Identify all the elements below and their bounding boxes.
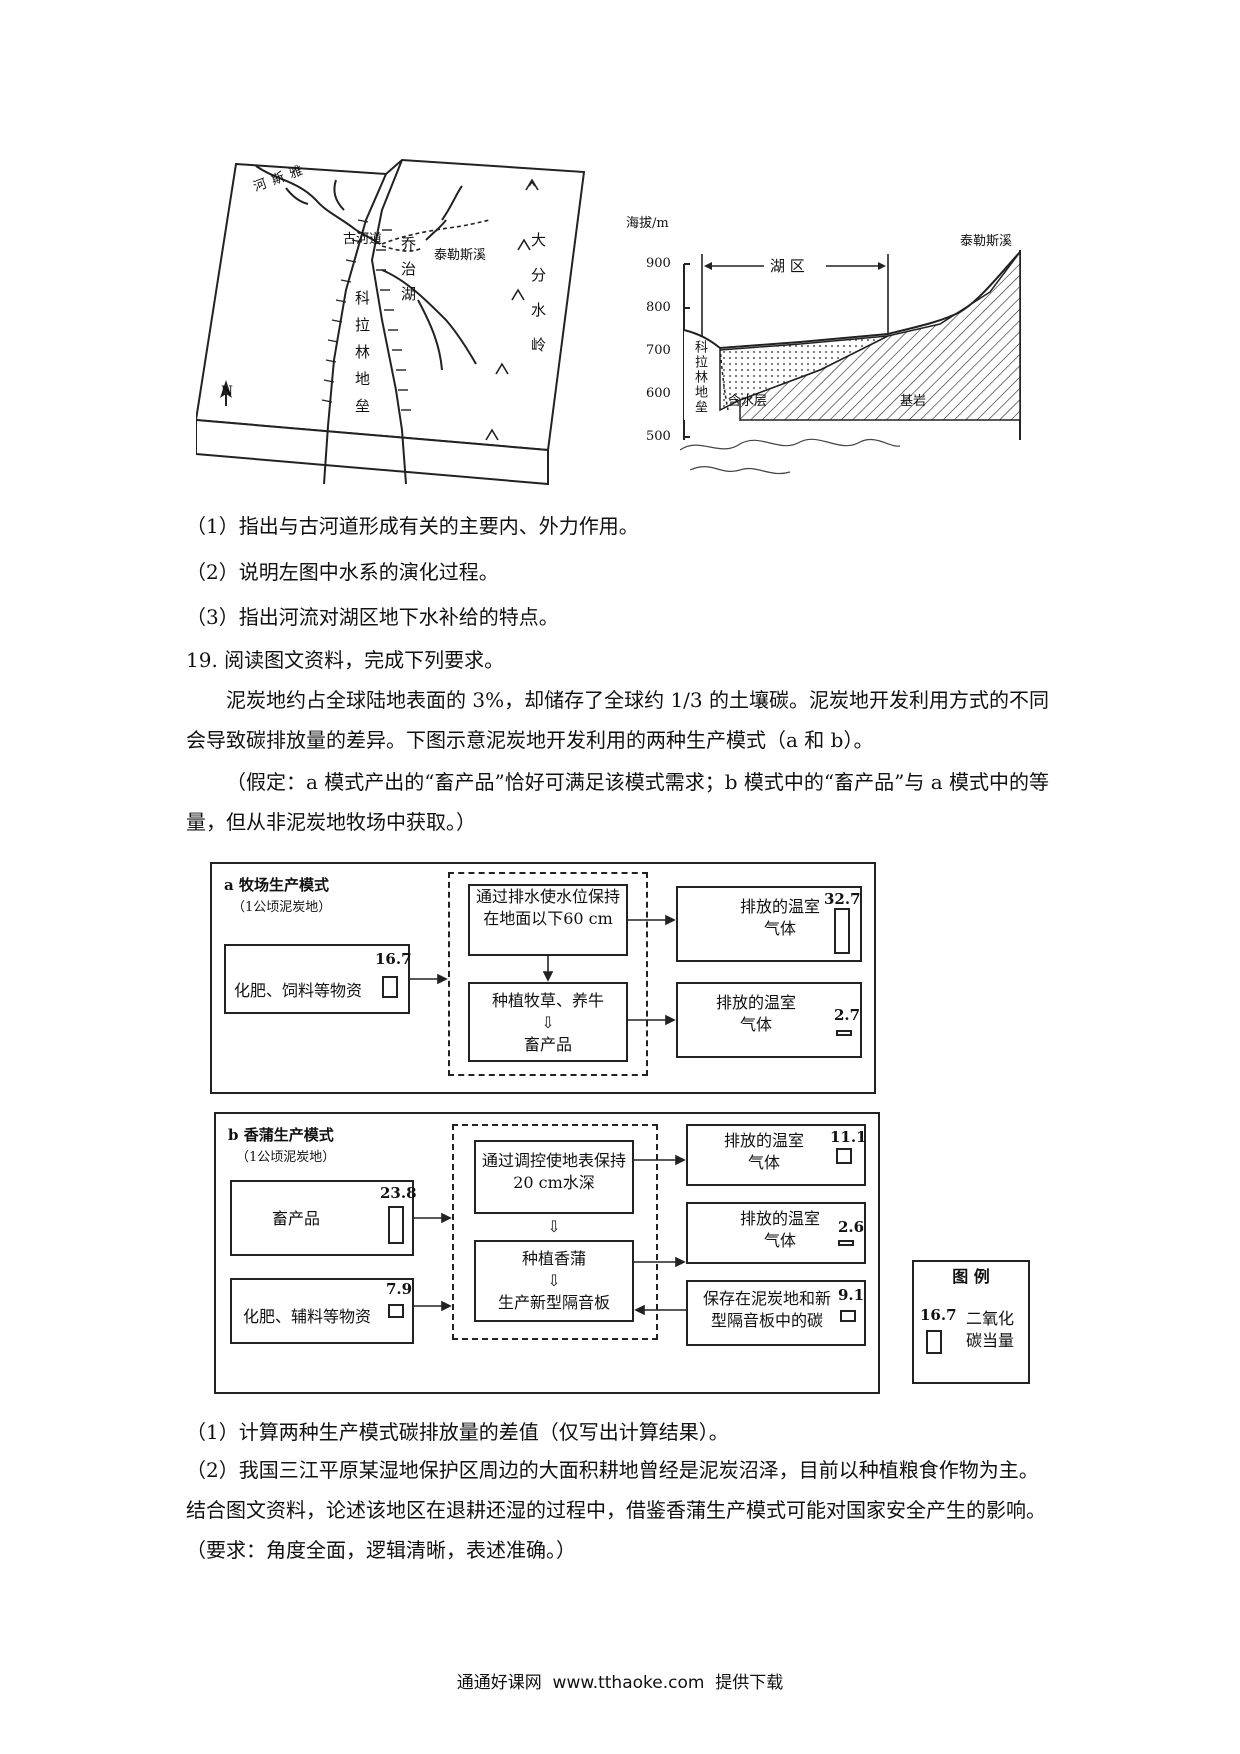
mode-a-out1-bar <box>834 908 850 954</box>
y-tick-500: 500 <box>646 429 671 444</box>
label-dafen: 大分水岭 <box>529 232 547 372</box>
q19-item-1: （1）计算两种生产模式碳排放量的差值（仅写出计算结果）。 <box>186 1420 729 1444</box>
mode-b-in2-value: 7.9 <box>386 1280 413 1298</box>
mode-b-out1-value: 11.1 <box>830 1128 867 1146</box>
mode-b-in1-value: 23.8 <box>380 1184 417 1202</box>
kela-right: 科拉林地垒 <box>692 340 707 415</box>
mode-a-step3-label: 畜产品 <box>523 1035 572 1054</box>
mode-b-down-arrow-1: ⇩ <box>547 1217 561 1236</box>
footer-text: 通通好课网 www.tthaoke.com 提供下载 <box>456 1673 784 1693</box>
mode-a-input-label: 化肥、饲料等物资 <box>233 981 362 1000</box>
mode-b-step1-label: 通过调控使地表保持20 cm水深 <box>482 1151 627 1192</box>
mode-a-out1-box <box>676 886 862 962</box>
legend-value: 16.7 <box>920 1306 957 1324</box>
mode-b-out1-bar <box>836 1148 852 1164</box>
mode-b-down-arrow-2: ⇩ <box>547 1271 561 1290</box>
north-label: N <box>221 384 233 399</box>
q19-heading: 19. 阅读图文资料，完成下列要求。 <box>186 648 505 672</box>
mode-b-step2-label: 种植香蒲 <box>521 1249 586 1268</box>
mode-b-out3-value: 9.1 <box>838 1286 865 1304</box>
mode-b-step1-box <box>474 1140 634 1214</box>
legend-label: 二氧化碳当量 <box>965 1309 1014 1350</box>
q19-item-2: （2）我国三江平原某湿地保护区周边的大面积耕地曾经是泥炭沼泽，目前以种植粮食作物… <box>186 1458 1046 1562</box>
mode-a-out2-value: 2.7 <box>834 1006 861 1024</box>
aquifer-label: 含水层 <box>728 394 768 409</box>
mode-b-in2-bar <box>388 1304 404 1318</box>
mode-a-subtitle: （1公顷泥炭地） <box>232 900 332 915</box>
mode-a-step2-label: 种植牧草、养牛 <box>491 991 604 1010</box>
mode-b-out2-box <box>686 1202 866 1264</box>
q19-paragraph-2: （假定：a 模式产出的“畜产品”恰好可满足该模式需求；b 模式中的“畜产品”与 … <box>186 770 1049 834</box>
mode-a-out1-label: 排放的温室气体 <box>740 897 821 938</box>
bedrock-label: 基岩 <box>900 394 927 409</box>
mode-a-step1-box <box>468 884 628 956</box>
mode-a-step2-box <box>468 982 628 1062</box>
block-diagram <box>196 158 586 486</box>
tai-le-si-xi-right: 泰勒斯溪 <box>960 234 1013 249</box>
mode-a-input-box <box>224 944 410 1014</box>
mode-a-down-arrow: ⇩ <box>541 1013 555 1032</box>
legend-title: 图 例 <box>952 1267 990 1286</box>
mode-b-dashed-core <box>452 1124 658 1340</box>
legend-bar <box>926 1330 942 1354</box>
mode-b-frame <box>214 1112 880 1394</box>
mode-b-out3-label: 保存在泥炭地和新型隔音板中的碳 <box>702 1289 831 1330</box>
mode-a-frame <box>210 862 876 1094</box>
y-tick-600: 600 <box>646 386 671 401</box>
mode-b-in1-label: 畜产品 <box>271 1209 320 1228</box>
y-tick-700: 700 <box>646 343 671 358</box>
y-axis-label: 海拔/m <box>626 216 669 231</box>
mode-b-out2-bar <box>838 1240 854 1246</box>
label-gu-he-dao: 古河道 <box>343 232 383 247</box>
mode-b-out2-value: 2.6 <box>838 1218 865 1236</box>
mode-a-input-bar <box>382 976 398 998</box>
mode-a-input-value: 16.7 <box>375 950 412 968</box>
q19-paragraph-1: 泥炭地约占全球陆地表面的 3%，却储存了全球约 1/3 的土壤碳。泥炭地开发利用… <box>186 688 1049 752</box>
mode-a-out2-label: 排放的温室气体 <box>716 993 797 1034</box>
label-kela: 科拉林地垒 <box>353 290 371 425</box>
mode-b-in2-label: 化肥、辅料等物资 <box>242 1307 371 1326</box>
q18-item-1: （1）指出与古河道形成有关的主要内、外力作用。 <box>186 514 639 538</box>
mode-b-in1-box <box>230 1180 414 1256</box>
mode-a-step1-label: 通过排水使水位保持在地面以下60 cm <box>476 887 621 928</box>
mode-b-in2-box <box>230 1278 414 1344</box>
mode-b-step2-box <box>474 1240 634 1322</box>
mode-b-subtitle: （1公顷泥炭地） <box>236 1150 336 1165</box>
mode-b-out2-label: 排放的温室气体 <box>740 1209 821 1250</box>
mode-a-out2-bar <box>836 1030 852 1036</box>
mode-b-title: b 香蒲生产模式 <box>228 1126 334 1144</box>
cross-section <box>680 249 1021 474</box>
mode-a-dashed-core <box>448 872 648 1076</box>
mode-b-out1-label: 排放的温室气体 <box>724 1131 805 1172</box>
mode-a-out2-box <box>676 982 862 1058</box>
y-tick-800: 800 <box>646 300 671 315</box>
q18-item-3: （3）指出河流对湖区地下水补给的特点。 <box>186 605 559 629</box>
mode-b-out3-bar <box>840 1310 856 1322</box>
lake-zone-label: 湖 区 <box>770 257 805 275</box>
mode-a-out1-value: 32.7 <box>824 890 861 908</box>
mode-b-step3-label: 生产新型隔音板 <box>497 1293 610 1312</box>
label-qiao-zhi-hu: 乔治湖 <box>399 236 417 311</box>
mode-b-out3-box <box>686 1280 866 1346</box>
y-tick-900: 900 <box>646 256 671 271</box>
mode-a-title: a 牧场生产模式 <box>224 876 329 894</box>
q18-item-2: （2）说明左图中水系的演化过程。 <box>186 560 499 584</box>
legend-box <box>912 1260 1030 1384</box>
label-tai-le-si-xi: 泰勒斯溪 <box>434 248 487 263</box>
mode-b-in1-bar <box>388 1206 404 1244</box>
